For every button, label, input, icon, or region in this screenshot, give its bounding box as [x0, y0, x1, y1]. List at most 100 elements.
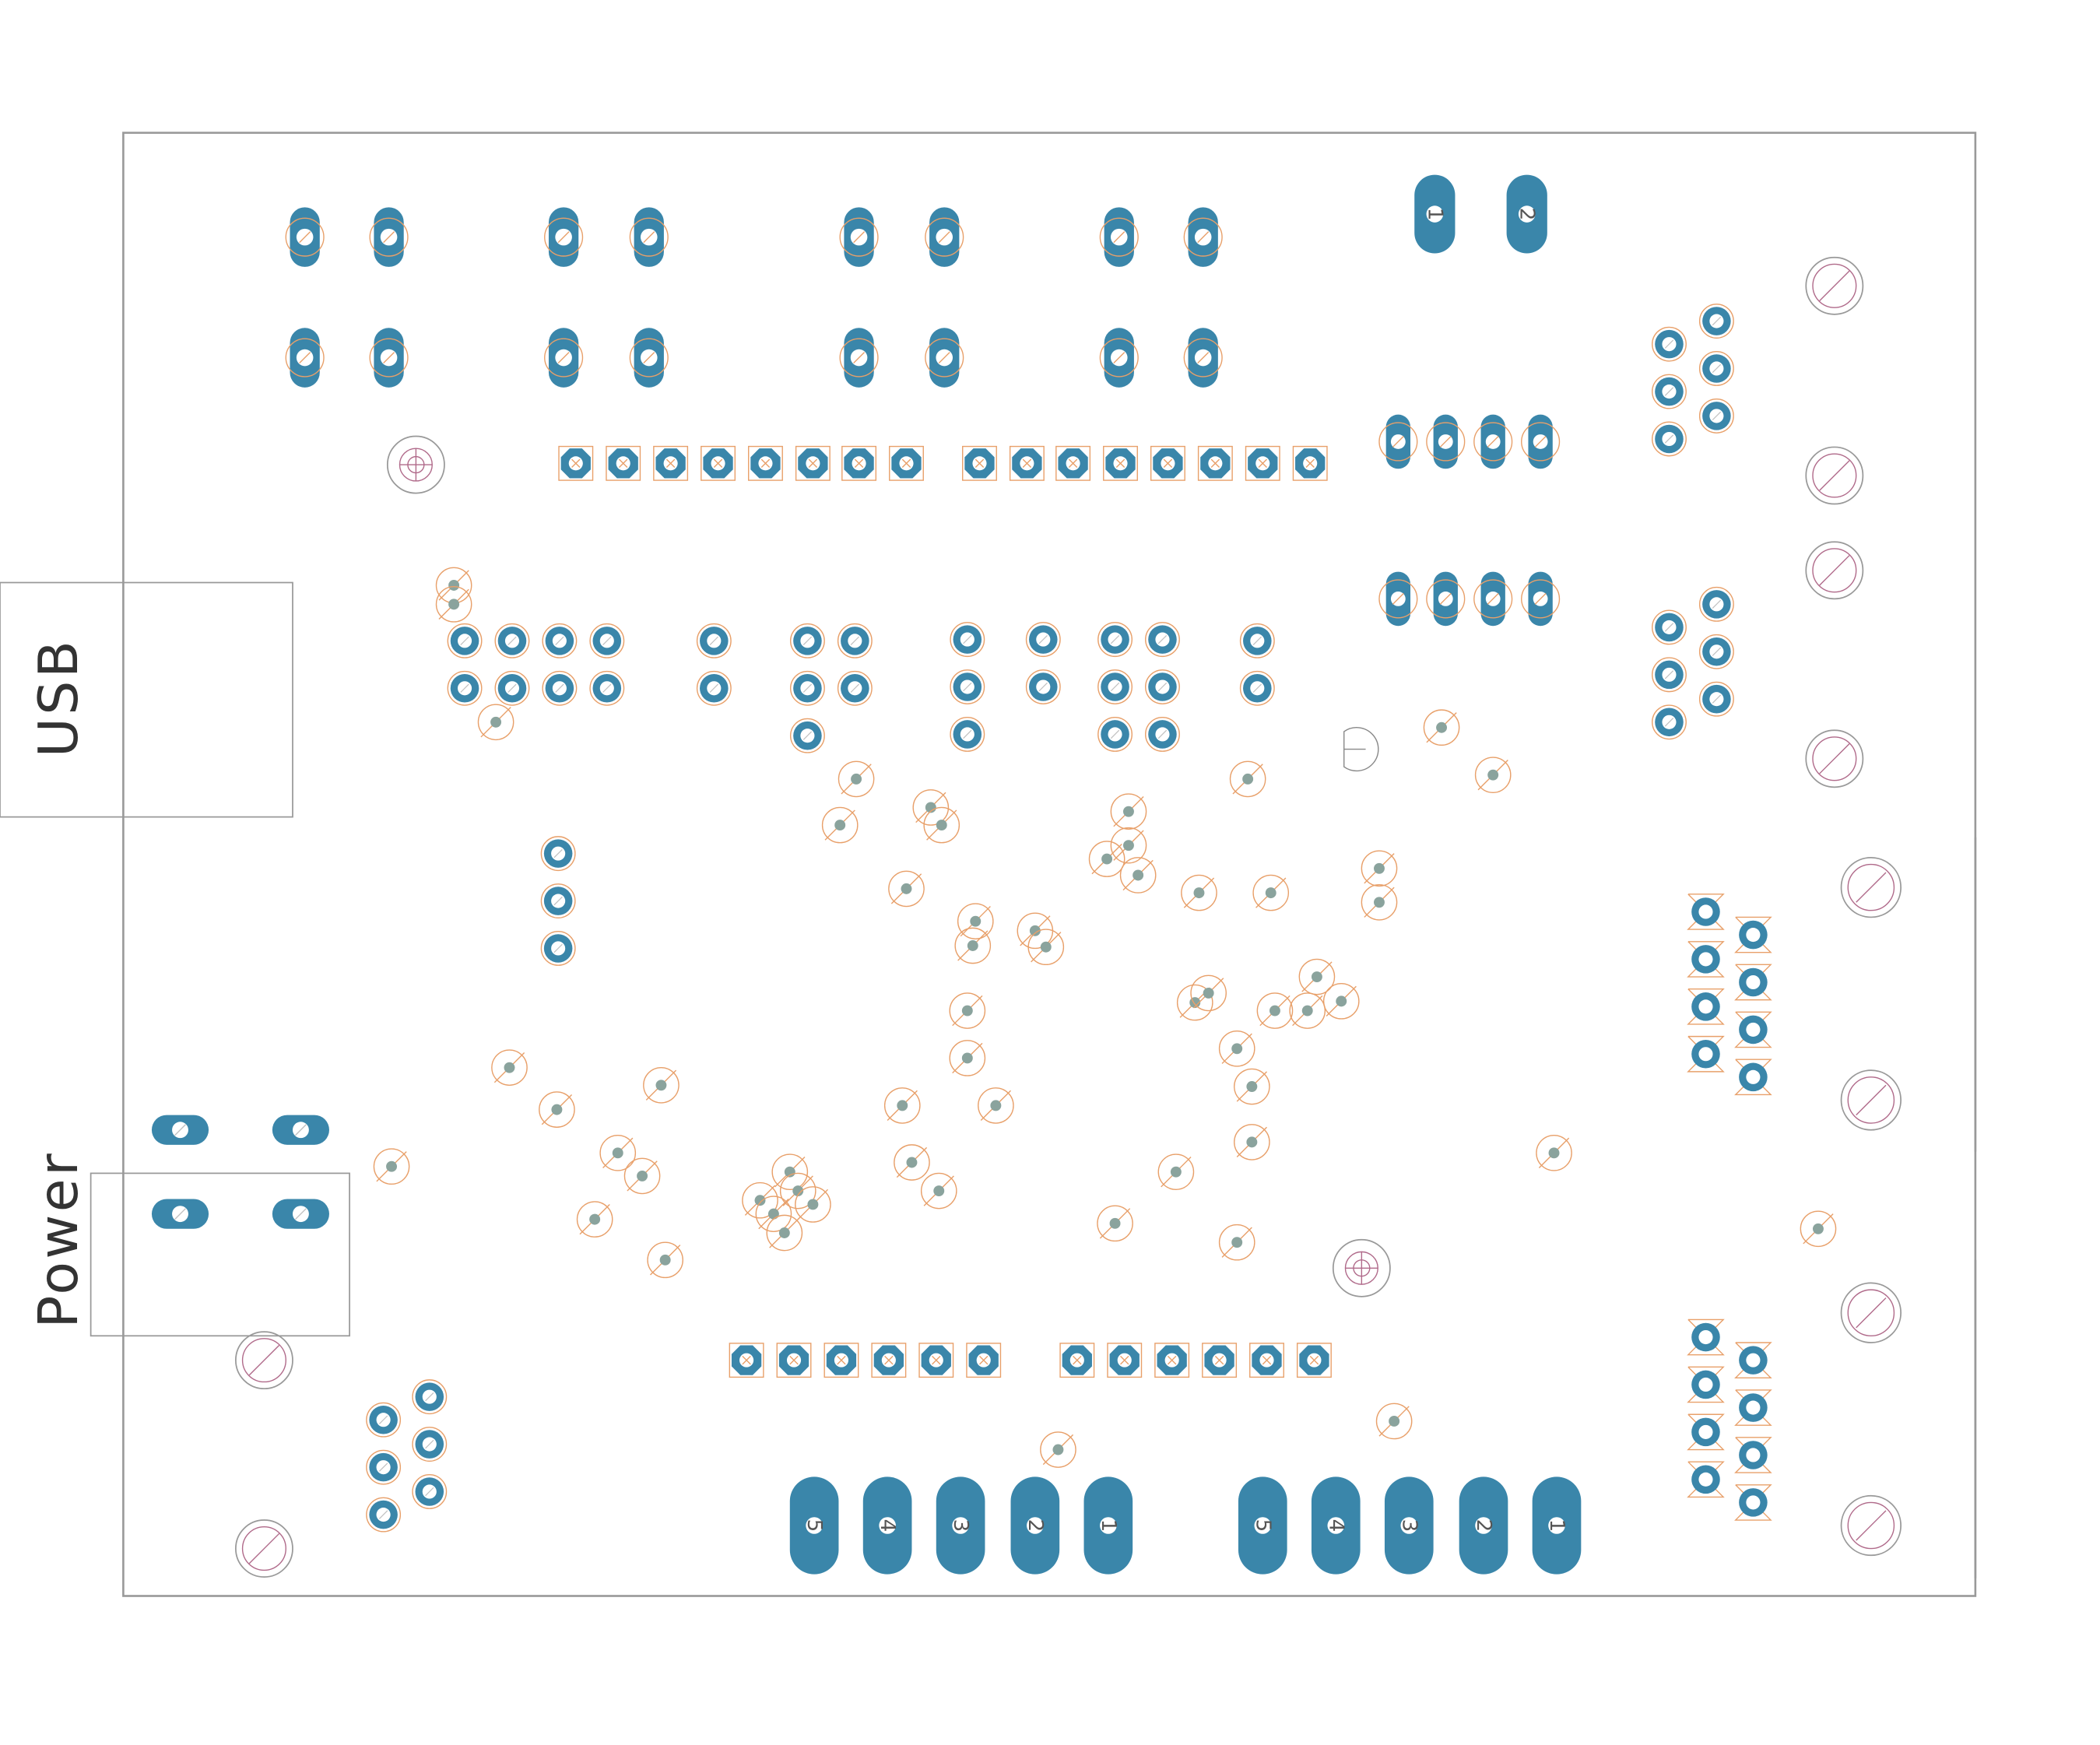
pad-hole-mark: [1110, 729, 1120, 739]
pin-number: 2: [1024, 1519, 1047, 1533]
header-pad: [871, 1343, 907, 1378]
pad-cross: [884, 1355, 894, 1365]
pad-cross: [760, 458, 771, 469]
pad-cross: [1487, 436, 1499, 448]
pad-cross: [618, 458, 628, 469]
oval-pad: [925, 328, 964, 388]
via-layer: [373, 567, 1837, 1468]
pad-keepout: [925, 217, 964, 257]
pad-hole-mark: [1157, 729, 1168, 739]
via: [1375, 1403, 1413, 1440]
via: [1536, 1134, 1572, 1171]
pad-hole: [1746, 928, 1761, 943]
mounting-hole: [1805, 256, 1864, 315]
mount-slash: [1856, 1084, 1887, 1116]
pad-cross: [1262, 1355, 1272, 1365]
pad-hole-mark: [294, 1124, 307, 1136]
pad-hole: [1746, 1069, 1761, 1084]
via-drill: [970, 915, 982, 927]
pad-layer: [151, 174, 1772, 1575]
via-drill: [448, 580, 460, 591]
via-ring: [957, 903, 994, 939]
pad-hole-mark: [709, 636, 718, 646]
pad-cross: [1022, 458, 1032, 469]
pad-keepout: [589, 670, 625, 706]
fiducial: [1332, 1238, 1391, 1297]
pad-keepout: [1202, 1343, 1238, 1378]
pad-hole-mark: [802, 683, 813, 693]
oval-pad: [544, 328, 584, 388]
pad-keepout: [1197, 445, 1233, 481]
mount-slash: [248, 1344, 280, 1376]
via: [1157, 1153, 1195, 1191]
oval-pad: [1238, 1476, 1287, 1575]
pad-hole-mark: [553, 896, 563, 906]
oval-pad: [285, 328, 325, 388]
oval-pad: [369, 328, 409, 388]
oval-pad: [272, 1115, 329, 1145]
mounting-hole-layer: [235, 256, 1902, 1578]
mount-slash: [1856, 1297, 1887, 1329]
round-pad: [1698, 634, 1734, 669]
oval-pad: [839, 207, 879, 267]
pad-keepout: [369, 217, 409, 257]
mount-outer: [1805, 446, 1864, 505]
pad-hole: [1548, 1517, 1565, 1534]
mounting-hole: [1840, 856, 1902, 918]
via-ring: [491, 1049, 528, 1086]
terminal-pad: [1687, 1318, 1725, 1356]
terminal-pad: [1687, 1366, 1725, 1403]
via-drill: [1246, 1081, 1258, 1092]
pad-hole: [1426, 205, 1444, 223]
usb-connector-outline: [0, 581, 293, 818]
pad-hole-mark: [1712, 647, 1722, 656]
pad-hole-mark: [1157, 682, 1168, 692]
via-drill: [792, 1185, 804, 1197]
pad-keepout: [776, 1343, 812, 1378]
transistor-body: [1343, 727, 1379, 772]
terminal-pad: [1687, 1461, 1725, 1498]
mount-inner: [241, 1526, 286, 1571]
header-pad: [1059, 1343, 1095, 1378]
mount-outer: [1840, 1282, 1902, 1343]
header-pad: [1245, 445, 1280, 481]
mount-slash: [1819, 743, 1850, 774]
round-pad: [366, 1449, 402, 1485]
pad-hole-mark: [1664, 434, 1674, 444]
via-drill: [807, 1199, 819, 1210]
pad-hole: [1698, 1329, 1713, 1345]
terminal-pad: [1687, 894, 1725, 930]
round-pad: [1025, 669, 1061, 704]
via: [1423, 709, 1460, 746]
via-drill: [754, 1195, 766, 1206]
via: [766, 1214, 803, 1252]
via: [755, 1196, 792, 1232]
pad-hole-mark: [174, 1124, 186, 1136]
via-ring: [894, 1144, 930, 1181]
via: [1252, 874, 1290, 911]
round-pad: [412, 1427, 448, 1462]
via: [599, 1134, 637, 1171]
via: [888, 870, 925, 908]
pad-keepout: [412, 1379, 448, 1415]
round-pad: [1698, 351, 1734, 386]
pad-hole-mark: [1664, 387, 1674, 396]
pad-keepout: [950, 716, 985, 752]
mount-inner: [1812, 548, 1857, 593]
pad-cross: [1305, 458, 1315, 469]
pad-keepout: [1698, 351, 1734, 386]
pad-cross: [853, 352, 866, 364]
pad-cross: [1073, 1355, 1082, 1365]
pad-hole-mark: [1157, 634, 1168, 644]
via-drill: [767, 1208, 779, 1220]
oval-pad: [1099, 328, 1139, 388]
pad-hole-mark: [1252, 636, 1262, 646]
power-connector-outline: [90, 1172, 350, 1337]
pad-cross: [1120, 1355, 1129, 1365]
pad-keepout: [1698, 398, 1734, 434]
via-drill: [1231, 1237, 1243, 1248]
via: [920, 1172, 957, 1210]
via-drill: [925, 802, 936, 813]
via-drill: [1170, 1166, 1182, 1178]
